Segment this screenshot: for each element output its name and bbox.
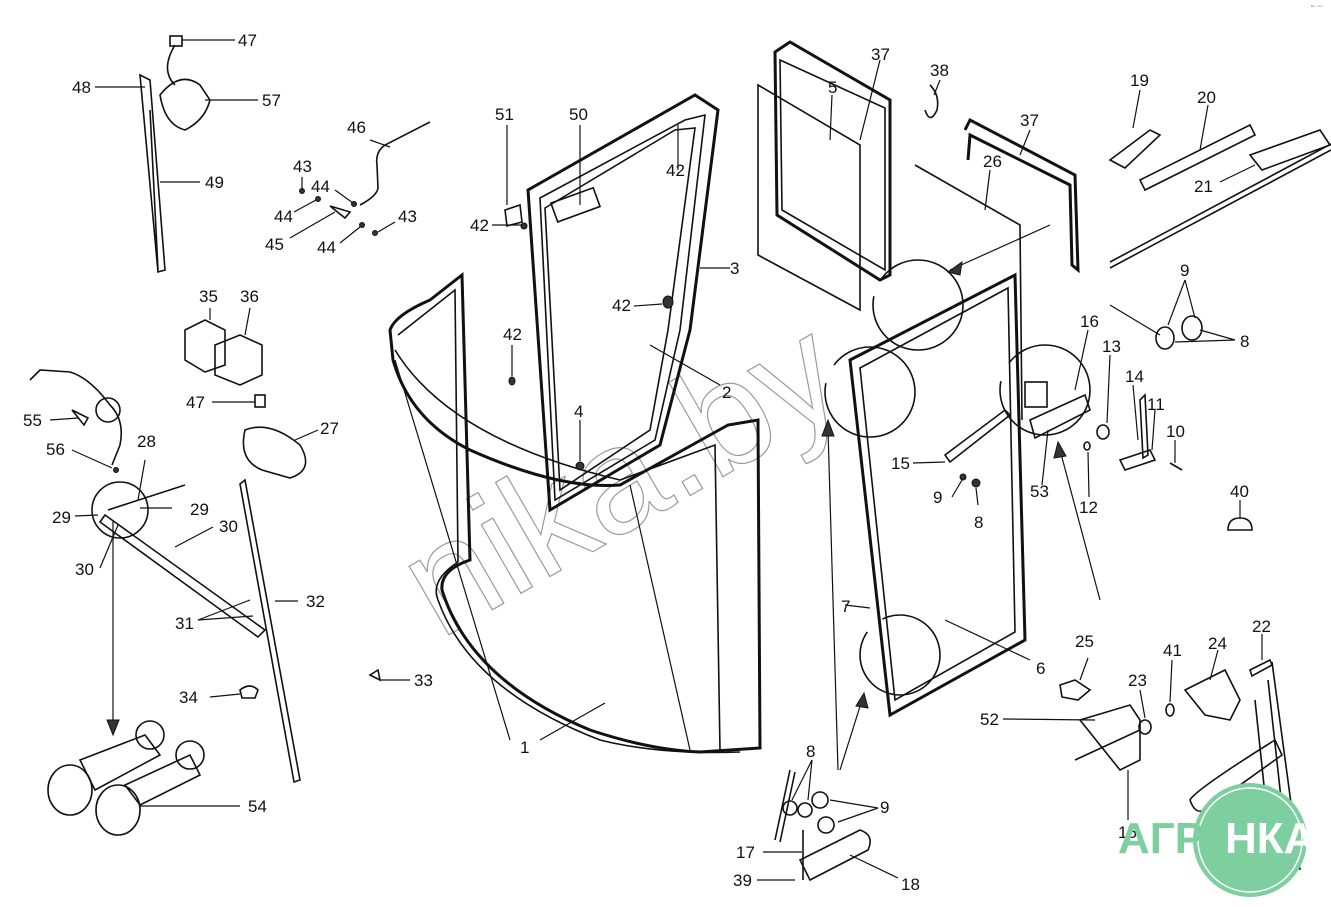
callout-10: 10 (1166, 422, 1185, 441)
washer-hose-assembly (289, 121, 431, 244)
bracket-parts (1002, 634, 1301, 891)
callout-17: 17 (736, 843, 755, 862)
front-wiper-arm (74, 459, 301, 784)
callout-8: 8 (806, 742, 815, 761)
callout-9: 9 (933, 488, 942, 507)
callout-24: 24 (1208, 634, 1227, 653)
callout-16: 16 (1080, 312, 1099, 331)
callout-55: 55 (23, 411, 42, 430)
callout-25: 25 (1075, 632, 1094, 651)
callout-14: 14 (1125, 367, 1144, 386)
callout-44: 44 (317, 238, 336, 257)
callout-8: 8 (974, 513, 983, 532)
relay-and-motor (184, 307, 319, 479)
callout-38: 38 (930, 61, 949, 80)
callout-42: 42 (470, 216, 489, 235)
callout-51: 51 (495, 105, 514, 124)
callout-29: 29 (190, 500, 209, 519)
callout-7: 7 (841, 597, 850, 616)
upper-windows (757, 40, 1080, 421)
pumps-and-small-parts (47, 668, 410, 836)
callout-40: 40 (1230, 482, 1249, 501)
callout-54: 54 (248, 797, 267, 816)
corner-mark: ▪▫ ▫▫▫ (1310, 4, 1323, 10)
callout-9: 9 (880, 798, 889, 817)
callout-37: 37 (871, 45, 890, 64)
callout-49: 49 (205, 173, 224, 192)
callout-47: 47 (238, 31, 257, 50)
callout-42: 42 (503, 325, 522, 344)
callout-20: 20 (1197, 88, 1216, 107)
callout-8: 8 (1240, 332, 1249, 351)
watermark: nika.by (371, 284, 868, 668)
gas-strut-assembly (1108, 89, 1331, 350)
callout-43: 43 (293, 157, 312, 176)
watermark-text: nika.by (372, 285, 868, 668)
callout-33: 33 (414, 671, 433, 690)
callout-43: 43 (398, 207, 417, 226)
callout-47: 47 (186, 393, 205, 412)
callout-26: 26 (983, 152, 1002, 171)
washer-tube-left (29, 369, 123, 473)
callout-27: 27 (320, 419, 339, 438)
callout-53: 53 (1030, 482, 1049, 501)
rear-wiper-assembly (95, 35, 258, 274)
callout-21: 21 (1194, 177, 1213, 196)
rear-window (388, 271, 762, 754)
callout-36: 36 (240, 287, 259, 306)
callout-52: 52 (980, 710, 999, 729)
brand-logo: АГРО НКА (1118, 783, 1315, 897)
callout-1: 1 (520, 738, 529, 757)
callout-5: 5 (828, 78, 837, 97)
callout-4: 4 (574, 402, 583, 421)
callout-19: 19 (1130, 71, 1149, 90)
callout-12: 12 (1079, 498, 1098, 517)
callout-2: 2 (722, 383, 731, 402)
callout-48: 48 (72, 78, 91, 97)
latch-assembly (1024, 329, 1253, 531)
callout-29: 29 (52, 508, 71, 527)
callout-9: 9 (1180, 261, 1189, 280)
lower-hinge-parts (757, 759, 899, 882)
callout-32: 32 (306, 592, 325, 611)
callout-18: 18 (901, 875, 920, 894)
callout-39: 39 (733, 871, 752, 890)
callout-15: 15 (891, 454, 910, 473)
callout-30: 30 (219, 517, 238, 536)
callout-57: 57 (262, 91, 281, 110)
callout-42: 42 (612, 296, 631, 315)
callout-44: 44 (311, 177, 330, 196)
callout-labels: 47 48 57 49 46 43 44 44 45 44 43 51 50 4… (23, 31, 1271, 894)
callout-3: 3 (730, 259, 739, 278)
side-window-frame (821, 224, 1101, 771)
callout-22: 22 (1252, 617, 1271, 636)
callout-34: 34 (179, 688, 198, 707)
callout-35: 35 (199, 287, 218, 306)
callout-56: 56 (46, 440, 65, 459)
callout-6: 6 (1036, 659, 1045, 678)
side-door (492, 93, 730, 513)
callout-15: 15 (1118, 823, 1137, 842)
callout-23: 23 (1128, 671, 1147, 690)
callout-37: 37 (1020, 111, 1039, 130)
brand-name-right: НКА (1225, 814, 1315, 863)
callout-30: 30 (75, 560, 94, 579)
callout-44: 44 (274, 207, 293, 226)
callout-13: 13 (1102, 337, 1121, 356)
callout-42: 42 (666, 161, 685, 180)
callout-11: 11 (1147, 395, 1165, 414)
callout-45: 45 (265, 235, 284, 254)
callout-28: 28 (137, 432, 156, 451)
brand-name-left: АГРО (1118, 814, 1238, 863)
callout-31: 31 (175, 614, 194, 633)
callout-41: 41 (1163, 641, 1182, 660)
callout-50: 50 (569, 105, 588, 124)
callout-46: 46 (347, 118, 366, 137)
